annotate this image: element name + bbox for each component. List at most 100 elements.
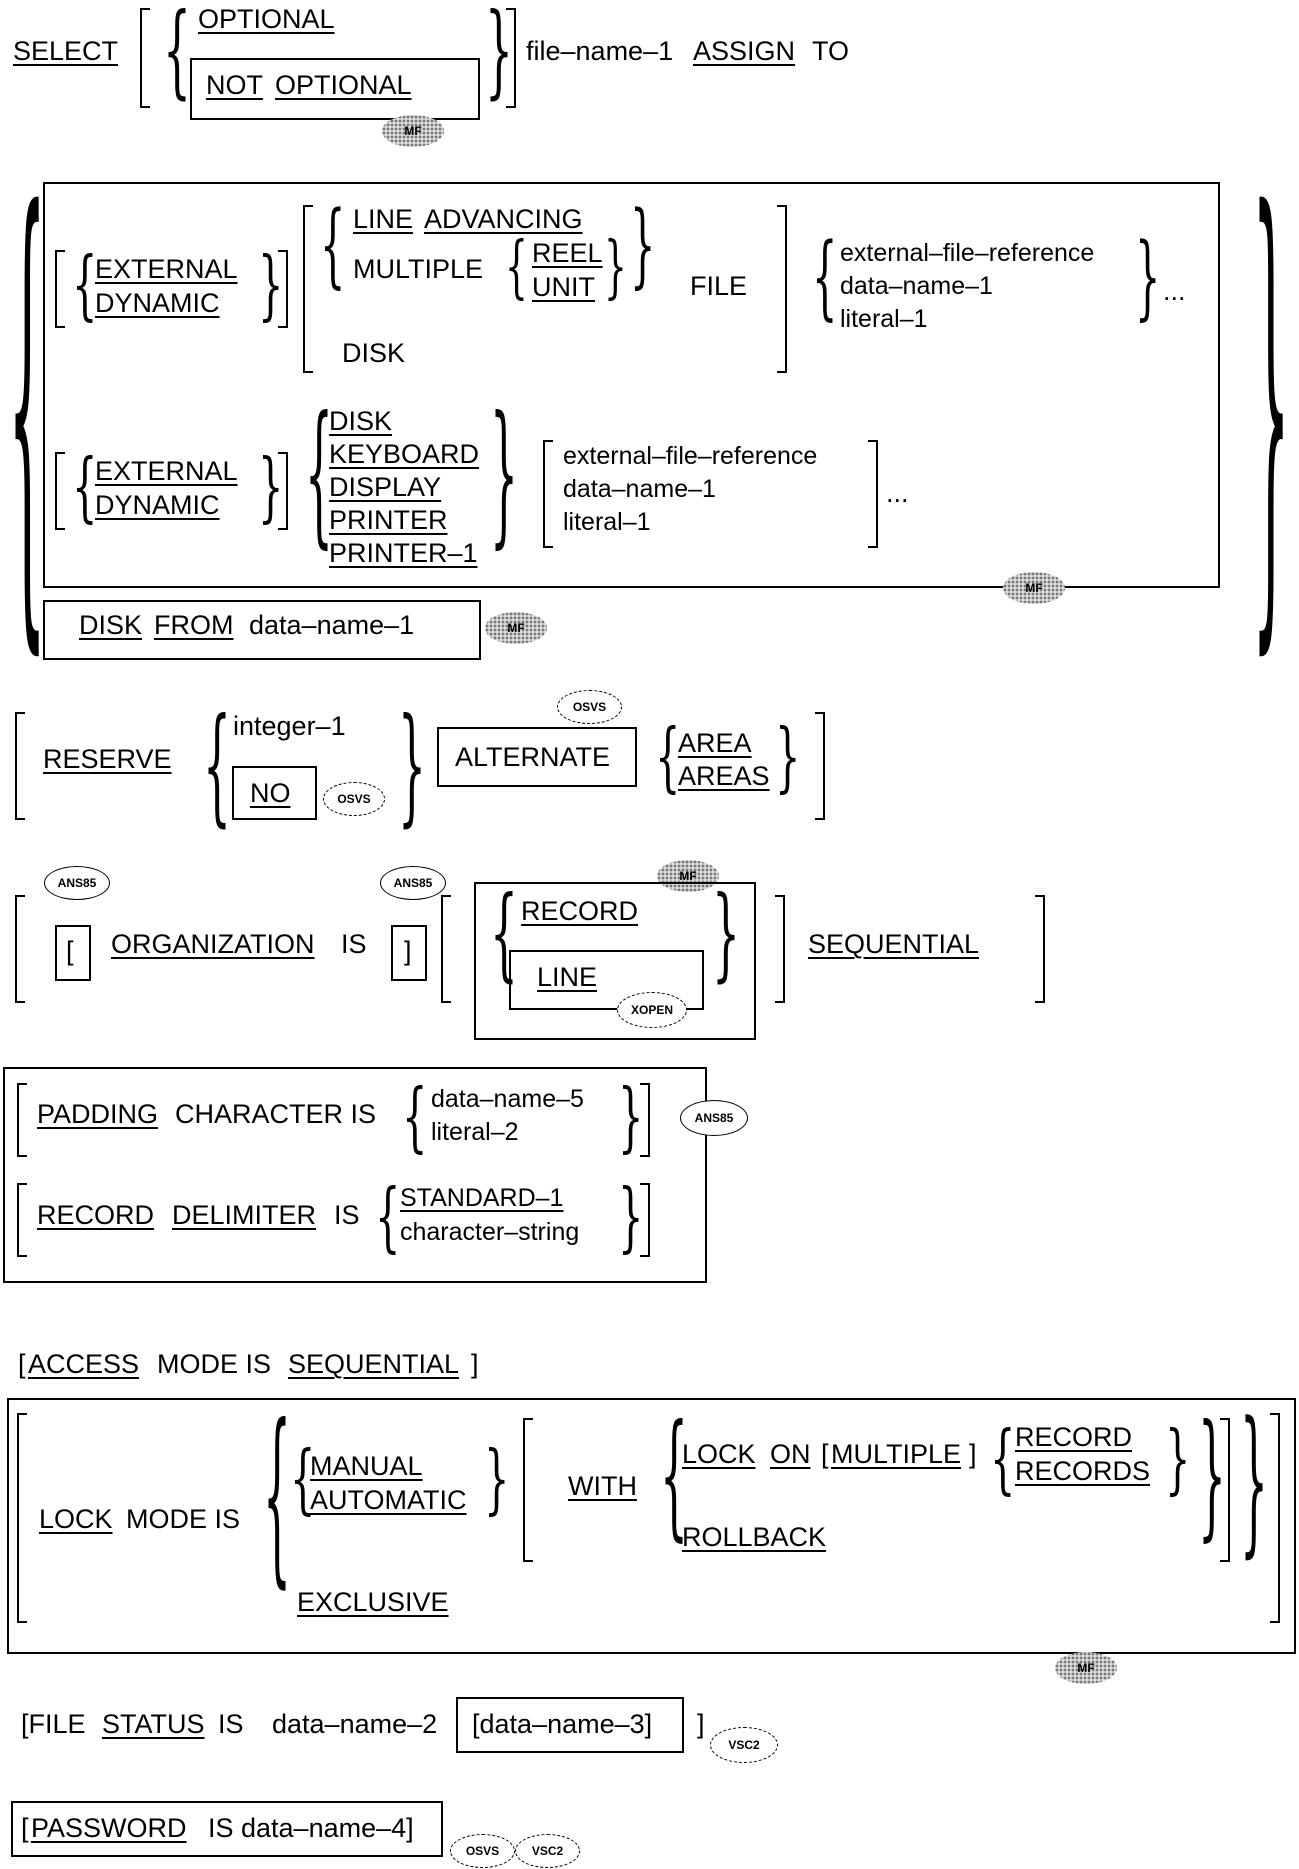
padding-rbracket — [640, 1083, 650, 1157]
reserve-lbracket — [15, 712, 25, 820]
b2-ext-lbrace: { — [72, 444, 98, 532]
b2-external-file-reference: external–file–reference — [563, 442, 818, 470]
kw-standard-1: STANDARD–1 — [400, 1184, 564, 1212]
b1-ext-rbrace: } — [258, 242, 284, 330]
record-lbrace: { — [490, 875, 518, 994]
disk-from-box — [43, 600, 481, 660]
with-rbracket — [1220, 1418, 1230, 1562]
padding-lbrace: { — [402, 1074, 428, 1162]
delimiter-lbrace: { — [375, 1174, 401, 1262]
line-box — [509, 950, 704, 1010]
b1-ref-rbrace: } — [1135, 225, 1161, 331]
kw-lock: LOCK — [39, 1504, 113, 1534]
manual-lbrace: { — [290, 1436, 316, 1524]
kw-line-org: LINE — [537, 962, 598, 992]
kw-lock-records: RECORDS — [1015, 1456, 1151, 1486]
b2-literal-1: literal–1 — [563, 508, 651, 536]
b1-external-file-reference: external–file–reference — [840, 239, 1095, 267]
delimiter-rbracket — [640, 1183, 650, 1257]
kw-lock-record: RECORD — [1015, 1422, 1133, 1452]
b2-ellipsis: ... — [886, 478, 909, 508]
ans85-badge: ANS85 — [380, 866, 446, 900]
record-rbrace: } — [712, 875, 740, 994]
org-lbracket-text: [ — [66, 936, 74, 966]
literal-2: literal–2 — [431, 1118, 519, 1146]
file-status-rbracket: ] — [697, 1709, 705, 1739]
kw-record-delim: RECORD — [37, 1200, 155, 1230]
kw-manual: MANUAL — [310, 1451, 423, 1481]
kw-select: SELECT — [13, 36, 119, 66]
character-string: character–string — [400, 1218, 580, 1246]
kw-is: IS — [341, 929, 367, 959]
b2-ref-lbracket — [543, 440, 553, 548]
b2-outer-lbracket — [55, 452, 65, 530]
padding-lbracket — [17, 1083, 27, 1157]
password-box — [11, 1801, 443, 1857]
org-rbracket-box — [391, 925, 427, 981]
kw-advancing: ADVANCING — [424, 204, 583, 234]
kw-not-optional: OPTIONAL — [275, 70, 412, 100]
kw-access-sequential: SEQUENTIAL — [288, 1349, 460, 1379]
assign-outer-right-brace: } — [1252, 118, 1291, 700]
with-rbrace: } — [1198, 1397, 1226, 1556]
kw-automatic: AUTOMATIC — [310, 1485, 467, 1515]
kw-character-is: CHARACTER IS — [175, 1099, 377, 1129]
kw-lock-on: ON — [770, 1439, 811, 1469]
kw-disk-1: DISK — [342, 338, 406, 368]
access-lbracket: [ — [18, 1349, 26, 1379]
kw-printer-1: PRINTER–1 — [329, 538, 478, 568]
records-rbrace: } — [1165, 1416, 1191, 1504]
b1-ellipsis: ... — [1163, 276, 1186, 306]
kw-record: RECORD — [521, 896, 639, 926]
kw-dynamic-1: DYNAMIC — [95, 288, 220, 318]
b2-ext-rbrace: } — [258, 444, 284, 532]
kw-status-is: IS — [218, 1709, 244, 1739]
lock-mode-box — [7, 1398, 1296, 1654]
mf-badge: MF — [382, 115, 444, 147]
data-name-3: [data–name–3] — [472, 1709, 653, 1739]
with-lbrace: { — [660, 1397, 688, 1556]
kw-lock-on-lock: LOCK — [682, 1439, 756, 1469]
multiple-rbracket: ] — [969, 1439, 977, 1469]
kw-from: FROM — [154, 610, 234, 640]
kw-file: FILE — [690, 271, 748, 301]
kw-padding: PADDING — [37, 1099, 159, 1129]
kw-delim-is: IS — [334, 1200, 360, 1230]
area-rbrace: } — [775, 714, 801, 802]
manual-rbrace: } — [484, 1436, 510, 1524]
org-lbracket — [15, 895, 25, 1003]
b1-line-lbrace: { — [320, 193, 346, 299]
padding-rbrace: } — [618, 1074, 644, 1162]
mf-badge: MF — [485, 612, 547, 644]
kw-external-1: EXTERNAL — [95, 254, 238, 284]
area-lbrace: { — [655, 714, 681, 802]
kw-exclusive: EXCLUSIVE — [297, 1587, 449, 1617]
kw-with: WITH — [568, 1471, 637, 1501]
mf-badge: MF — [1003, 572, 1065, 604]
kw-status: STATUS — [102, 1709, 205, 1739]
b2-outer-rbracket — [278, 452, 288, 530]
record-line-box — [474, 882, 756, 1040]
kw-access-mode-is: MODE IS — [157, 1349, 272, 1379]
b1-outer-lbracket — [55, 250, 65, 328]
b1-ref-lbrace: { — [812, 225, 838, 331]
kw-printer: PRINTER — [329, 505, 448, 535]
b2-ref-rbracket — [868, 440, 878, 548]
ans85-badge: ANS85 — [44, 866, 110, 900]
kw-disk-from-disk: DISK — [79, 610, 143, 640]
multiple-lbracket: [ — [821, 1439, 829, 1469]
data-name-5: data–name–5 — [431, 1085, 584, 1113]
kw-sequential: SEQUENTIAL — [808, 929, 980, 959]
kw-display: DISPLAY — [329, 472, 442, 502]
no-box — [232, 766, 317, 820]
reserve-lbrace: { — [203, 692, 231, 841]
kw-access: ACCESS — [28, 1349, 140, 1379]
password-lbracket: [ — [21, 1813, 29, 1843]
b1-dev-rbracket — [777, 205, 787, 373]
ans85-badge: ANS85 — [680, 1100, 748, 1136]
b2-dev-lbrace: { — [305, 386, 333, 565]
b1-reel-lbrace: { — [505, 229, 528, 308]
kw-external-2: EXTERNAL — [95, 456, 238, 486]
b1-ext-lbrace: { — [72, 242, 98, 330]
org-record-lbracket — [441, 895, 451, 1003]
